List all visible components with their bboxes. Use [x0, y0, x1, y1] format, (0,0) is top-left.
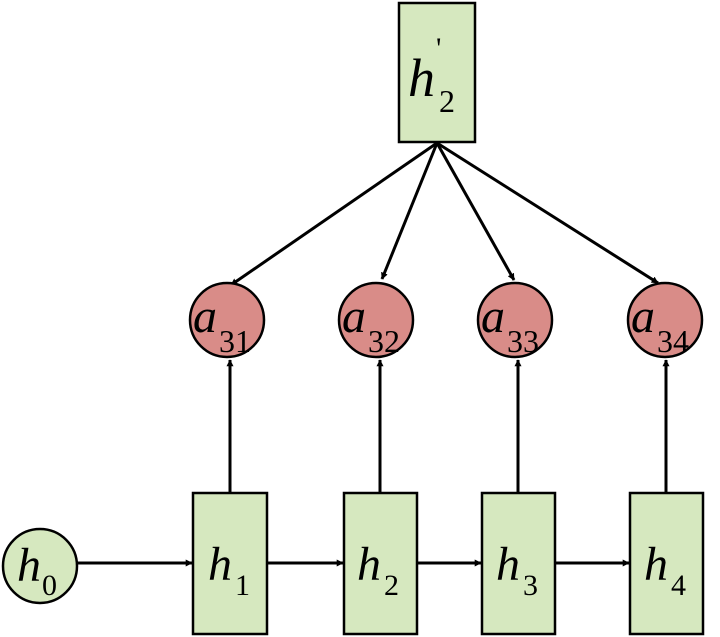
h2-base: h: [357, 538, 381, 591]
node-h0: h 0: [1, 527, 79, 605]
output-arrows: [230, 141, 659, 287]
arrow-h-prime-to-a32: [380, 142, 439, 280]
h0-base: h: [17, 539, 41, 592]
h-prime-base: h: [408, 48, 435, 108]
a33-base: a: [481, 290, 505, 343]
arrow-h-prime-to-a31: [230, 141, 438, 287]
arrow-h-prime-to-a34: [436, 141, 659, 285]
h-prime-sup: ': [436, 32, 441, 65]
arrow-h-prime-to-a33: [435, 142, 516, 281]
node-a32: a 32: [337, 281, 415, 359]
node-h-prime-2: h ' 2: [397, 1, 477, 144]
node-a31: a 31: [188, 281, 266, 359]
h0-sub: 0: [42, 569, 57, 602]
h-prime-sub: 2: [439, 83, 455, 119]
h2-sub: 2: [384, 569, 399, 602]
node-h4: h 4: [628, 491, 705, 636]
a34-base: a: [631, 290, 655, 343]
node-h2: h 2: [342, 491, 419, 636]
node-a34: a 34: [626, 281, 704, 359]
h1-sub: 1: [235, 569, 250, 602]
a31-sub: 31: [219, 323, 251, 359]
h4-sub: 4: [671, 569, 686, 602]
a31-base: a: [193, 290, 217, 343]
a34-sub: 34: [657, 323, 689, 359]
a32-base: a: [342, 290, 366, 343]
h3-base: h: [496, 538, 520, 591]
h3-sub: 3: [523, 569, 538, 602]
node-h1: h 1: [191, 491, 269, 636]
h1-base: h: [208, 538, 232, 591]
h4-base: h: [644, 538, 668, 591]
a32-sub: 32: [368, 323, 400, 359]
node-h3: h 3: [480, 491, 557, 636]
a33-sub: 33: [507, 323, 539, 359]
attention-arrows: [226, 359, 670, 493]
node-a33: a 33: [476, 281, 554, 359]
